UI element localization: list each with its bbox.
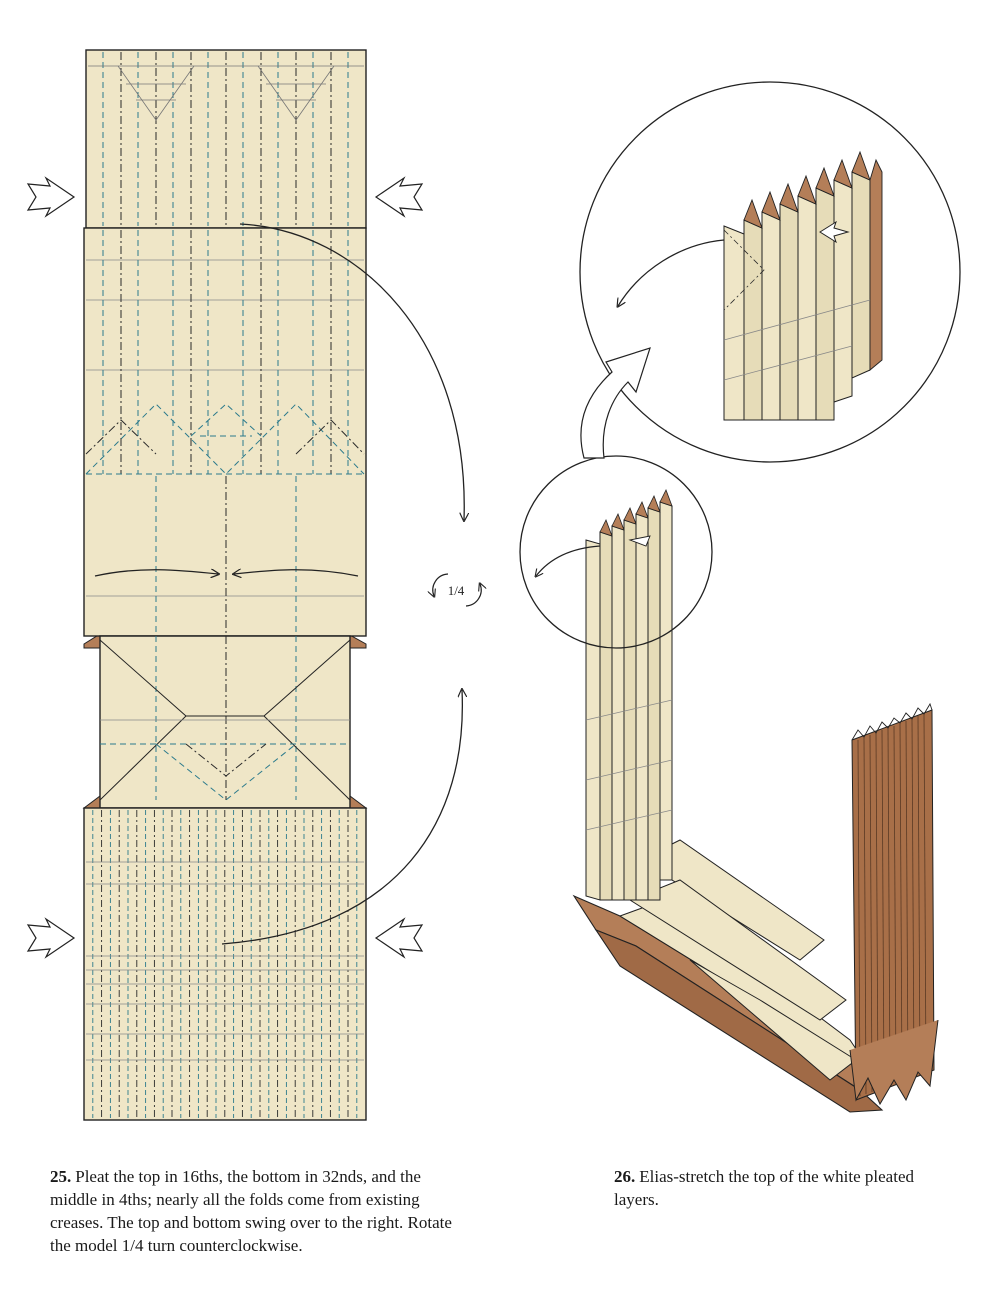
fold-arrow-middle-left [94, 570, 218, 576]
magnify-hollow-arrow [580, 347, 651, 459]
step-26-text: Elias-stretch the top of the white pleat… [614, 1167, 914, 1209]
fold-arrow-top-swing [239, 223, 464, 520]
white-pleated-column [585, 489, 673, 901]
step-26-caption: 26.Elias-stretch the top of the white pl… [614, 1165, 914, 1211]
step-25-text: Pleat the top in 16ths, the bottom in 32… [50, 1167, 452, 1255]
middle-section-creases [85, 230, 365, 801]
push-arrow-top-left [26, 176, 76, 218]
brown-pleated-column [849, 702, 939, 1106]
step-26-number: 26. [614, 1167, 636, 1186]
right-lower-brown-flap [349, 795, 368, 809]
push-arrow-top-right [374, 176, 424, 218]
push-arrow-bottom-right [374, 917, 424, 959]
fold-arrow-middle-right [234, 570, 359, 576]
enlarged-pleats-detail [723, 150, 883, 421]
step-25-number: 25. [50, 1167, 72, 1186]
fold-arrow-bottom-swing [221, 690, 462, 945]
step-25-caption: 25.Pleat the top in 16ths, the bottom in… [50, 1165, 470, 1257]
waist-section [99, 635, 351, 809]
zoom-circle-small [519, 455, 713, 649]
bottom-32nd-pleats [86, 810, 364, 1118]
middle-section [83, 227, 367, 637]
stretch-arrow-large [618, 239, 725, 306]
step-26-model [519, 81, 961, 1113]
push-arrow-bottom-left [26, 917, 76, 959]
diagonal-flap-2 [628, 879, 847, 1021]
stretch-arrow-small [536, 545, 601, 576]
rotate-quarter-symbol: 1/4 [433, 573, 481, 607]
base-tray-front [594, 928, 884, 1113]
top-16th-pleats [88, 52, 364, 226]
rotate-fraction-label: 1/4 [448, 583, 465, 598]
left-lower-brown-flap [82, 795, 101, 809]
step-25-crease-pattern: 1/4 [26, 49, 481, 1121]
